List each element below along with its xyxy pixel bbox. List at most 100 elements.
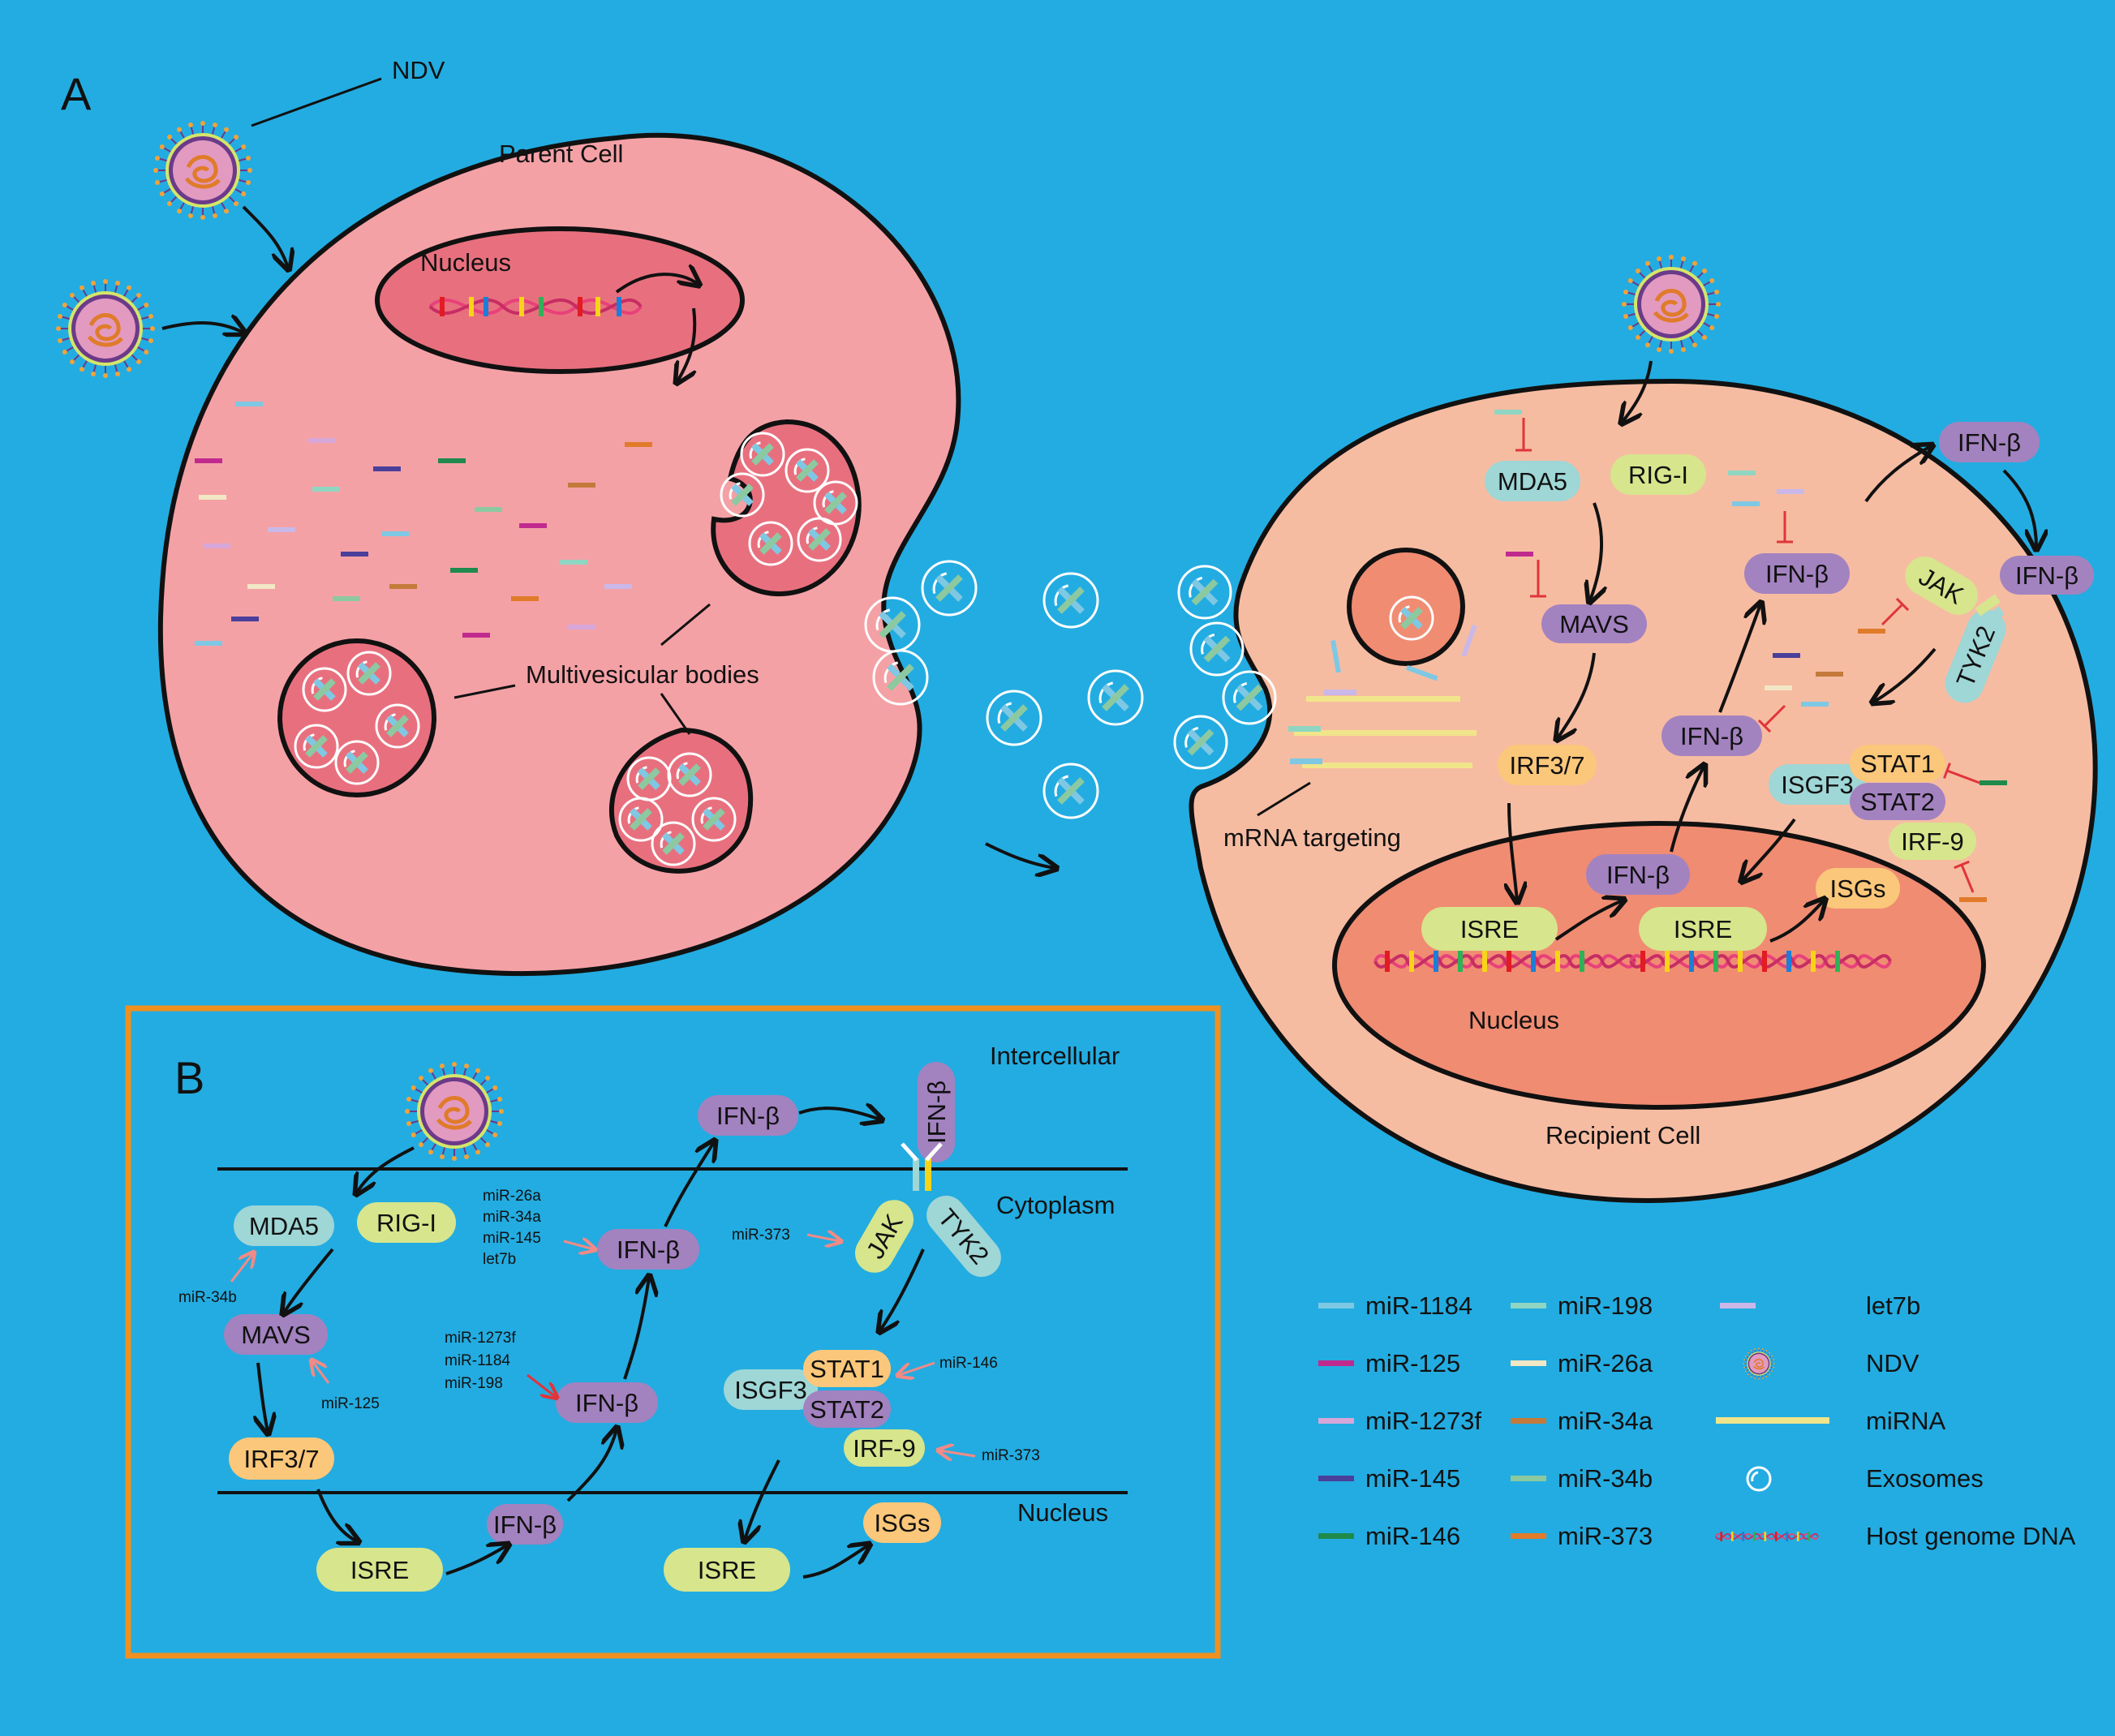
node-ifnb-secreted-shape bbox=[1939, 422, 2040, 462]
node-mda5-label: MDA5 bbox=[1498, 467, 1567, 496]
mirna-dash bbox=[1765, 685, 1792, 690]
b-node-ifnb-top-shape bbox=[698, 1095, 798, 1136]
mrna-targeting-label: mRNA targeting bbox=[1223, 823, 1401, 852]
mirna-dash bbox=[247, 584, 275, 589]
arrow-ifnb-nuc-to-cyto bbox=[1670, 767, 1704, 853]
ndv-label: NDV bbox=[392, 56, 445, 84]
docking-exosomes bbox=[1173, 565, 1277, 770]
b-node-mavs: MAVS bbox=[224, 1314, 328, 1355]
node-stat1-label: STAT1 bbox=[1860, 750, 1935, 778]
b-node-isre-1-label: ISRE bbox=[350, 1556, 409, 1584]
b-arrow-mavs-irf bbox=[258, 1362, 268, 1432]
recipient-nucleus-label: Nucleus bbox=[1468, 1006, 1559, 1034]
arrow-ifnb-cyto-up bbox=[1718, 604, 1760, 713]
legend-item: Exosomes bbox=[1746, 1464, 1984, 1493]
legend-item: miR-373 bbox=[1511, 1522, 1653, 1550]
mirna-dash bbox=[568, 625, 595, 630]
mvb-leader-top bbox=[660, 603, 711, 647]
mirna-dash bbox=[389, 584, 417, 589]
b-node-ifnb-low-shape bbox=[556, 1382, 658, 1423]
mirna-dash bbox=[1777, 489, 1804, 494]
legend-swatch bbox=[1511, 1476, 1546, 1481]
node-rig-i-shape bbox=[1610, 454, 1706, 495]
b-mirna-upper-0: miR-26a bbox=[483, 1188, 541, 1205]
legend-item: let7b bbox=[1720, 1291, 1920, 1320]
mvb-bottom bbox=[608, 727, 754, 874]
mvb-top bbox=[711, 419, 862, 597]
legend-swatch bbox=[1720, 1303, 1756, 1308]
b-node-stat1-label: STAT1 bbox=[810, 1355, 884, 1383]
b-node-mda5: MDA5 bbox=[234, 1205, 334, 1246]
arrow-ifnb-to-receptor bbox=[2002, 469, 2036, 548]
b-inhibit-ifnb-mid bbox=[563, 1241, 594, 1249]
b-node-ifnb-low-label: IFN-β bbox=[575, 1389, 638, 1417]
mrna-strands bbox=[1288, 690, 1477, 768]
ndv-leader bbox=[251, 77, 382, 127]
mirna-dash bbox=[1959, 897, 1987, 902]
mirna-dash bbox=[203, 544, 230, 548]
arrow-isre-to-isgs bbox=[1769, 900, 1824, 943]
ifn-receptor-icon bbox=[1975, 594, 2005, 629]
panel-b-letter: B bbox=[174, 1052, 204, 1103]
node-mda5-shape bbox=[1485, 461, 1580, 501]
node-ifnb-receptor-label: IFN-β bbox=[2015, 561, 2078, 590]
b-node-isre-1: ISRE bbox=[316, 1548, 443, 1592]
b-arrow-irf-isre bbox=[316, 1489, 357, 1541]
node-isre-1-shape bbox=[1421, 907, 1558, 951]
legend-label: miR-146 bbox=[1365, 1522, 1460, 1550]
b-mirna-lower-1: miR-1184 bbox=[445, 1352, 510, 1369]
b-node-ifnb-mid: IFN-β bbox=[597, 1229, 699, 1270]
b-node-irf9: IRF-9 bbox=[844, 1429, 925, 1467]
mirna-dash bbox=[519, 523, 547, 528]
mirna-dash bbox=[438, 458, 466, 463]
b-node-ifnb-receptor-shape bbox=[918, 1062, 955, 1162]
b-arrow-jak-stat bbox=[880, 1248, 925, 1330]
b-node-irf9-shape bbox=[844, 1429, 925, 1467]
node-ifnb-cyto-top-shape bbox=[1744, 553, 1850, 594]
parent-dna-icon bbox=[428, 297, 643, 316]
node-ifnb-nucleus-label: IFN-β bbox=[1606, 861, 1670, 889]
mirna-dash bbox=[475, 507, 502, 512]
mvb-leader-left bbox=[454, 684, 516, 699]
legend-label: miR-145 bbox=[1365, 1464, 1460, 1493]
exosome-icon bbox=[346, 651, 392, 696]
exosome-icon bbox=[720, 472, 765, 518]
legend-swatch bbox=[1511, 1303, 1546, 1308]
mirna-dash bbox=[1801, 702, 1829, 707]
legend-item: miR-34b bbox=[1511, 1464, 1653, 1493]
inhibit-ifnb-top bbox=[1777, 511, 1793, 544]
inhibit-stat1 bbox=[1943, 763, 1980, 784]
mirna-dash bbox=[625, 442, 652, 447]
b-mirna-mir125: miR-125 bbox=[321, 1395, 380, 1412]
mirna-dash bbox=[462, 633, 490, 638]
node-ifnb-cyto-top-label: IFN-β bbox=[1765, 560, 1829, 588]
node-rig-i: RIG-I bbox=[1610, 454, 1706, 495]
node-ifnb-secreted: IFN-β bbox=[1939, 422, 2040, 462]
legend-label: miR-1184 bbox=[1365, 1291, 1472, 1320]
arrow-rigi-mavs bbox=[1590, 502, 1601, 600]
node-isre-1-label: ISRE bbox=[1460, 915, 1519, 943]
exosome-icon bbox=[334, 740, 380, 785]
b-node-ifnb-nucleus-label: IFN-β bbox=[493, 1510, 557, 1539]
arrow-virus-rigi bbox=[1623, 360, 1653, 422]
b-node-stat1-shape bbox=[803, 1350, 891, 1387]
node-stat2-shape bbox=[1850, 783, 1945, 820]
legend-item: Host genome DNA bbox=[1715, 1522, 2076, 1550]
legend-label: miR-34a bbox=[1558, 1407, 1653, 1435]
b-arrow-ifnb-receptor bbox=[798, 1108, 880, 1119]
mirna-dash bbox=[1728, 471, 1756, 475]
legend-item: miR-146 bbox=[1318, 1522, 1460, 1550]
endosome-exosome bbox=[1389, 595, 1434, 641]
mirna-dash bbox=[268, 527, 295, 532]
mirna-dash bbox=[511, 596, 539, 601]
b-node-ifnb-receptor: IFN-β bbox=[918, 1062, 955, 1162]
legend-item: miRNA bbox=[1716, 1407, 1945, 1435]
ndv-virus-icon bbox=[56, 279, 155, 378]
inhibit-irf9 bbox=[1954, 860, 1975, 893]
b-node-mavs-shape bbox=[224, 1314, 328, 1355]
b-inhibit-ifnb-low bbox=[527, 1373, 556, 1397]
b-node-isre-2-label: ISRE bbox=[698, 1556, 756, 1584]
legend-label: Exosomes bbox=[1866, 1464, 1984, 1493]
